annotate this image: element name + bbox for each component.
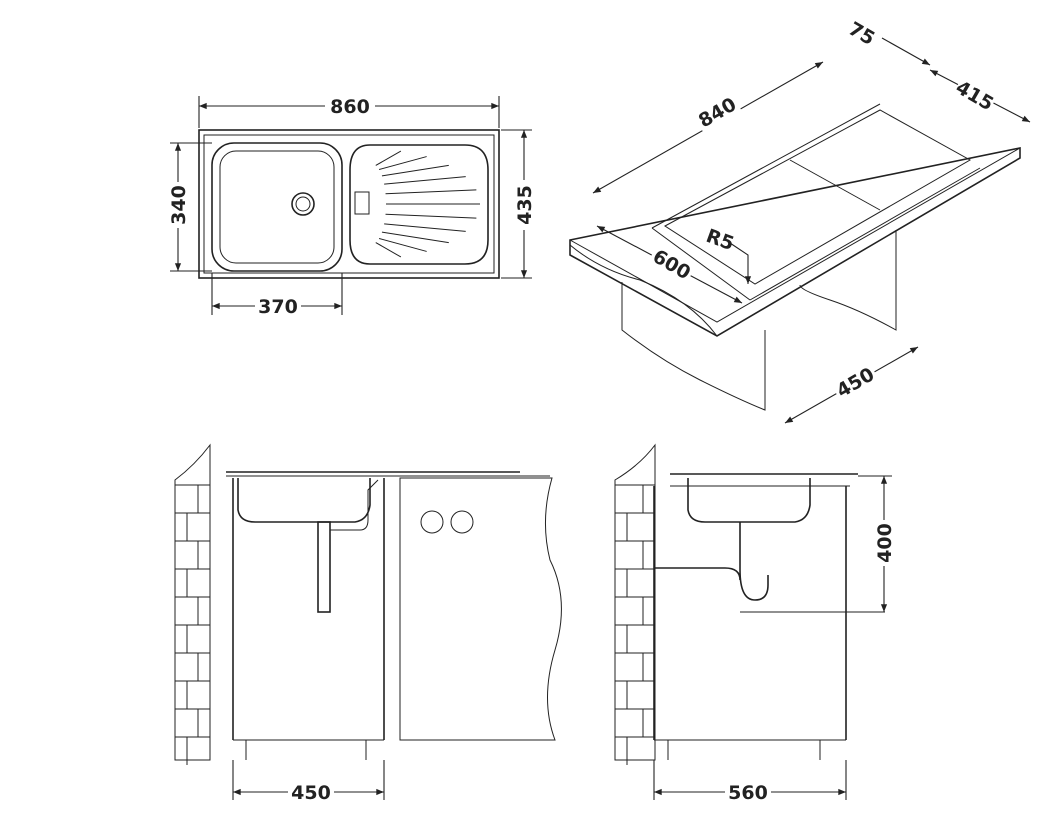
dim-435: 435 <box>514 185 536 225</box>
drainer-rib <box>381 231 449 244</box>
dim-415: 415 <box>952 76 997 115</box>
drainer-rib <box>378 156 427 170</box>
brick-wall <box>614 443 656 761</box>
sink-outline <box>198 129 500 279</box>
brick-wall <box>174 443 211 761</box>
dim-450-front: 450 <box>291 782 331 804</box>
dim-75: 75 <box>845 18 879 50</box>
drainer-rib <box>378 238 427 252</box>
bowl <box>211 142 343 272</box>
top-view: 860 340 435 370 <box>166 94 536 318</box>
drainer-rib <box>384 176 466 185</box>
drainer-rib <box>384 223 466 232</box>
dim-370: 370 <box>258 296 298 318</box>
drainer <box>349 144 489 265</box>
dim-560: 560 <box>728 782 768 804</box>
isometric-view: 840 75 415 600 R5 450 <box>569 18 1031 424</box>
dim-340: 340 <box>168 185 190 225</box>
side-view: 400 560 <box>614 443 896 804</box>
drainer-rib <box>375 150 402 166</box>
worktop <box>569 147 1021 337</box>
drain-hole <box>291 192 315 216</box>
dim-400: 400 <box>874 523 896 563</box>
drainer-rib <box>385 189 477 195</box>
drainer-rib <box>375 242 402 258</box>
dim-860: 860 <box>330 96 370 118</box>
drainer-rib <box>381 164 449 177</box>
drainer-rib <box>385 213 477 219</box>
dim-r5: R5 <box>703 225 737 255</box>
front-view: 450 <box>174 443 562 804</box>
